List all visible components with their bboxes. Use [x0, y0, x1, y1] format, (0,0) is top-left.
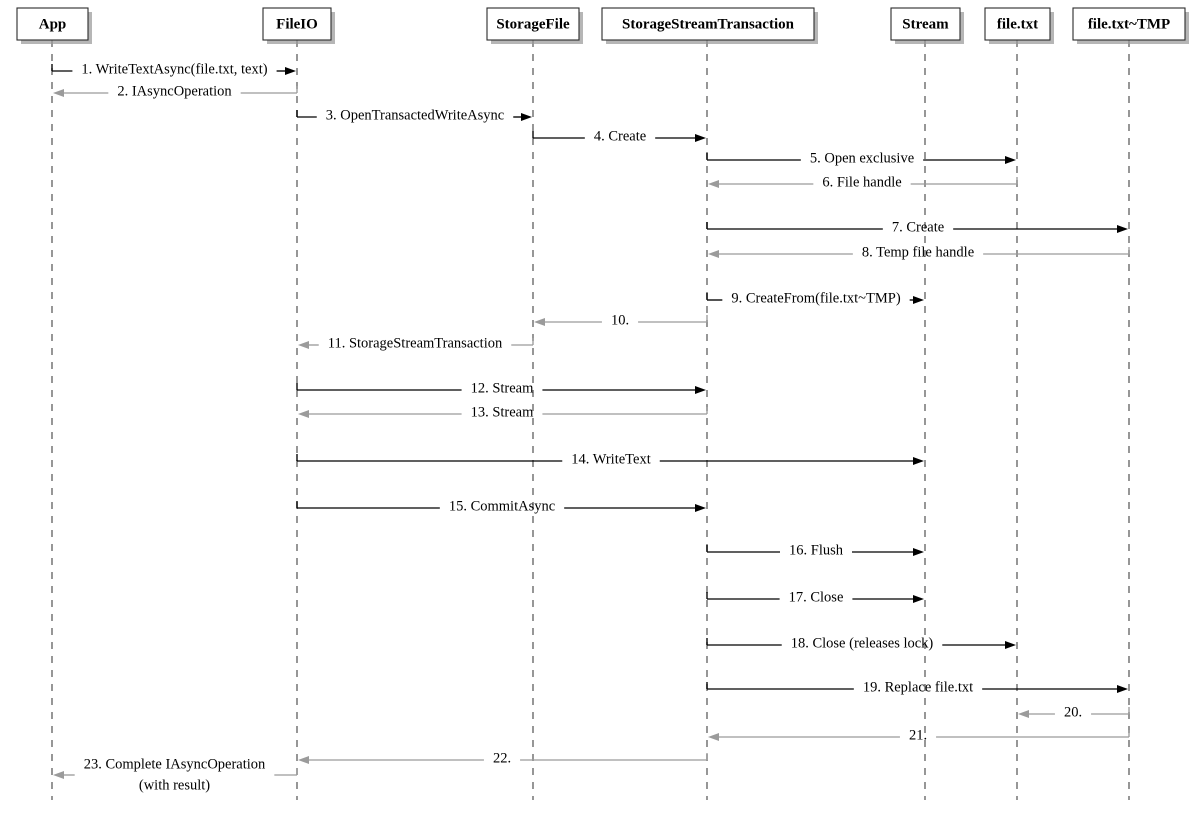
participant-headers-layer: App FileIO StorageFile StorageStreamTransac…: [16, 7, 1189, 44]
message-label: 9. CreateFrom(file.txt~TMP): [731, 290, 900, 306]
message-label: 17. Close: [789, 589, 844, 605]
message-14[interactable]: 14. WriteText: [296, 451, 924, 467]
participant-box: [601, 7, 815, 41]
participant-box: [890, 7, 961, 41]
message-arrowhead: [913, 457, 924, 465]
participant-box: [486, 7, 580, 41]
messages-layer: 1. WriteTextAsync(file.txt, text) 2. IAsy…: [51, 61, 1130, 793]
message-arrowhead: [708, 250, 719, 258]
message-arrowhead: [708, 180, 719, 188]
participant-header-sstx[interactable]: StorageStreamTransaction: [601, 7, 818, 44]
message-label: 8. Temp file handle: [862, 244, 974, 260]
message-arrowhead: [285, 67, 296, 75]
message-arrowhead: [708, 733, 719, 741]
message-label: 5. Open exclusive: [810, 150, 914, 166]
message-label: 15. CommitAsync: [449, 498, 555, 514]
message-21[interactable]: 21.: [708, 727, 1130, 743]
message-1[interactable]: 1. WriteTextAsync(file.txt, text): [51, 61, 296, 77]
message-5[interactable]: 5. Open exclusive: [706, 150, 1016, 166]
message-arrowhead: [695, 504, 706, 512]
participant-box: [1072, 7, 1186, 41]
participant-header-ftxt[interactable]: file.txt: [984, 7, 1054, 44]
message-label: 23. Complete IAsyncOperation: [84, 756, 266, 772]
message-arrowhead: [1005, 641, 1016, 649]
message-arrowhead: [1005, 156, 1016, 164]
message-label: 10.: [611, 312, 629, 328]
message-label: 14. WriteText: [571, 451, 650, 467]
lifelines-layer: [51, 40, 1130, 800]
participant-label: StorageFile: [496, 16, 570, 32]
message-arrowhead: [1018, 710, 1029, 718]
message-20[interactable]: 20.: [1018, 704, 1130, 720]
message-arrowhead: [913, 595, 924, 603]
message-arrowhead: [913, 548, 924, 556]
message-4[interactable]: 4. Create: [532, 128, 706, 144]
message-11[interactable]: 11. StorageStreamTransaction: [298, 335, 534, 351]
message-label-line2: (with result): [139, 777, 210, 793]
message-19[interactable]: 19. Replace file.txt: [706, 679, 1128, 695]
participant-label: file.txt: [997, 16, 1038, 32]
message-label: 7. Create: [892, 219, 944, 235]
message-7[interactable]: 7. Create: [706, 219, 1128, 235]
message-18[interactable]: 18. Close (releases lock): [706, 635, 1016, 651]
participant-header-ftmp[interactable]: file.txt~TMP: [1072, 7, 1189, 44]
participant-box: [16, 7, 89, 41]
message-label: 21.: [909, 727, 927, 743]
message-label: 3. OpenTransactedWriteAsync: [326, 107, 504, 123]
message-label: 12. Stream: [471, 380, 535, 396]
message-label: 18. Close (releases lock): [791, 635, 934, 651]
message-label: 1. WriteTextAsync(file.txt, text): [81, 61, 267, 77]
message-23[interactable]: 23. Complete IAsyncOperation (with result…: [53, 756, 298, 793]
participant-header-fileio[interactable]: FileIO: [262, 7, 335, 44]
participant-label: StorageStreamTransaction: [622, 16, 795, 32]
message-label: 19. Replace file.txt: [863, 679, 973, 695]
message-arrowhead: [695, 386, 706, 394]
participant-header-stream[interactable]: Stream: [890, 7, 964, 44]
participant-label: file.txt~TMP: [1088, 16, 1170, 32]
message-arrowhead: [913, 296, 924, 304]
participant-box: [262, 7, 332, 41]
message-arrowhead: [695, 134, 706, 142]
message-22[interactable]: 22.: [298, 750, 708, 766]
message-2[interactable]: 2. IAsyncOperation: [53, 83, 298, 99]
message-arrowhead: [53, 89, 64, 97]
message-8[interactable]: 8. Temp file handle: [708, 244, 1130, 260]
message-label: 22.: [493, 750, 511, 766]
message-label: 6. File handle: [822, 174, 901, 190]
participant-header-sfile[interactable]: StorageFile: [486, 7, 583, 44]
message-label: 16. Flush: [789, 542, 844, 558]
message-label: 13. Stream: [471, 404, 535, 420]
participant-label: FileIO: [276, 16, 318, 32]
message-label: 4. Create: [594, 128, 646, 144]
message-arrowhead: [298, 410, 309, 418]
message-arrowhead: [53, 771, 64, 779]
message-10[interactable]: 10.: [534, 312, 708, 328]
message-17[interactable]: 17. Close: [706, 589, 924, 605]
message-arrowhead: [534, 318, 545, 326]
participant-label: App: [39, 16, 67, 32]
message-arrowhead: [298, 756, 309, 764]
participant-header-app[interactable]: App: [16, 7, 92, 44]
message-arrowhead: [521, 113, 532, 121]
message-13[interactable]: 13. Stream: [298, 404, 708, 420]
message-6[interactable]: 6. File handle: [708, 174, 1018, 190]
message-arrowhead: [1117, 225, 1128, 233]
message-15[interactable]: 15. CommitAsync: [296, 498, 706, 514]
message-label: 20.: [1064, 704, 1082, 720]
participant-box: [984, 7, 1051, 41]
message-9[interactable]: 9. CreateFrom(file.txt~TMP): [706, 290, 924, 306]
message-16[interactable]: 16. Flush: [706, 542, 924, 558]
message-label: 11. StorageStreamTransaction: [328, 335, 503, 351]
message-arrowhead: [298, 341, 309, 349]
message-arrowhead: [1117, 685, 1128, 693]
message-label: 2. IAsyncOperation: [117, 83, 232, 99]
participant-label: Stream: [902, 16, 949, 32]
message-12[interactable]: 12. Stream: [296, 380, 706, 396]
message-3[interactable]: 3. OpenTransactedWriteAsync: [296, 107, 532, 123]
